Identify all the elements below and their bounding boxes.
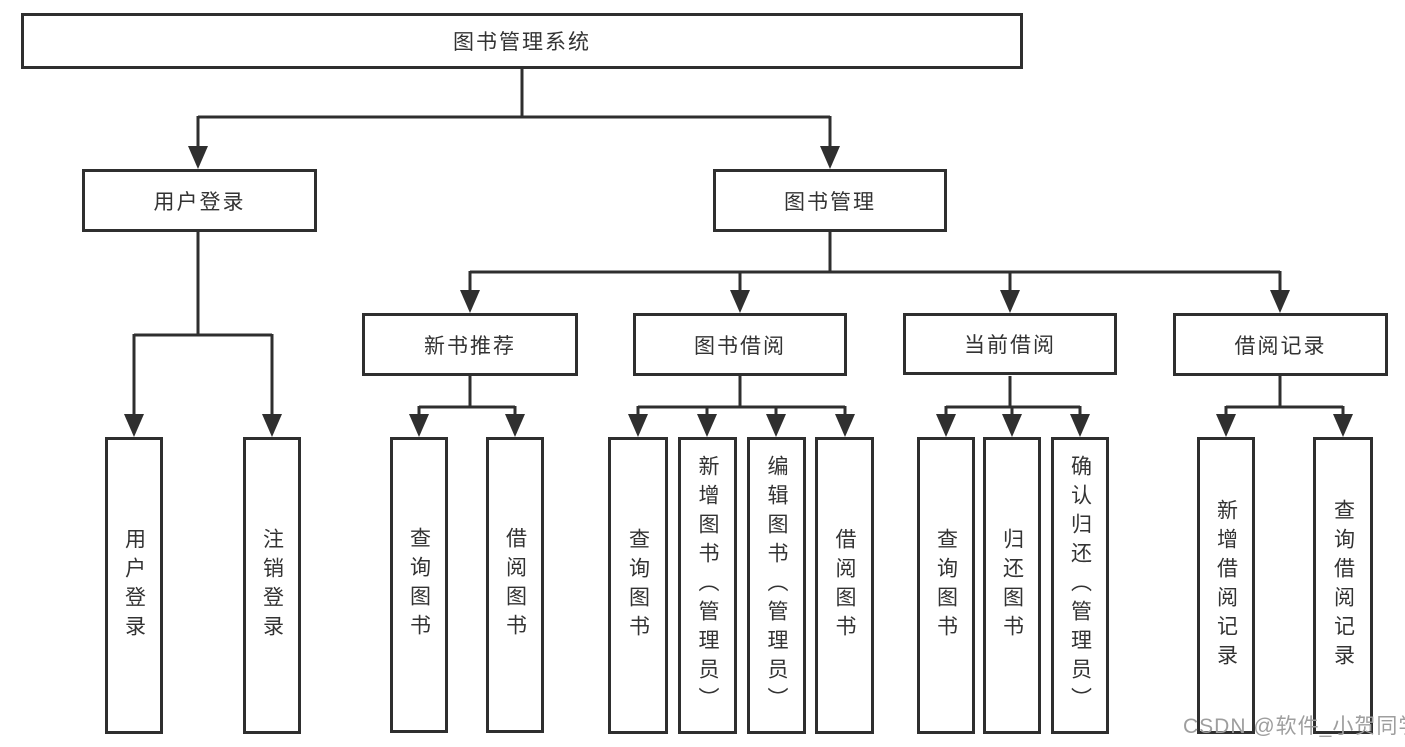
node-current-borrow: 当前借阅 — [903, 313, 1117, 375]
node-borrow-records-label: 借阅记录 — [1234, 334, 1327, 358]
csdn-watermark: CSDN @软件_小贺同学 — [1183, 715, 1405, 738]
node-root: 图书管理系统 — [21, 13, 1023, 69]
node-book-management: 图书管理 — [713, 169, 947, 232]
leaf-logout-label: 注销登录 — [260, 527, 284, 644]
node-new-book-recommend: 新书推荐 — [362, 313, 578, 376]
leaf-query-books-borrow-label: 查询图书 — [626, 527, 650, 644]
leaf-add-borrow-record: 新增借阅记录 — [1197, 437, 1255, 734]
node-book-borrow-label: 图书借阅 — [694, 334, 786, 358]
leaf-add-borrow-record-label: 新增借阅记录 — [1214, 498, 1238, 673]
leaf-query-borrow-record-label: 查询借阅记录 — [1331, 498, 1355, 673]
node-user-login: 用户登录 — [82, 169, 317, 232]
leaf-edit-book-admin: 编辑图书（管理员） — [747, 437, 806, 734]
leaf-borrow-books: 借阅图书 — [815, 437, 874, 734]
leaf-query-books-borrow: 查询图书 — [608, 437, 668, 734]
leaf-borrow-books-recommend: 借阅图书 — [486, 437, 544, 733]
leaf-borrow-books-recommend-label: 借阅图书 — [503, 527, 527, 643]
leaf-query-books-recommend: 查询图书 — [390, 437, 448, 733]
node-borrow-records: 借阅记录 — [1173, 313, 1388, 376]
leaf-user-login-label: 用户登录 — [122, 527, 146, 644]
leaf-add-book-admin: 新增图书（管理员） — [678, 437, 737, 734]
leaf-edit-book-admin-label: 编辑图书（管理员） — [765, 455, 788, 716]
node-new-book-recommend-label: 新书推荐 — [424, 334, 516, 358]
node-book-borrow: 图书借阅 — [633, 313, 847, 376]
leaf-borrow-books-label: 借阅图书 — [833, 527, 856, 644]
leaf-query-books-current-label: 查询图书 — [934, 527, 958, 644]
leaf-query-borrow-record: 查询借阅记录 — [1313, 437, 1373, 734]
node-book-management-label: 图书管理 — [784, 190, 876, 214]
leaf-logout: 注销登录 — [243, 437, 301, 734]
leaf-query-books-current: 查询图书 — [917, 437, 975, 734]
leaf-confirm-return-admin: 确认归还（管理员） — [1051, 437, 1109, 734]
node-user-login-label: 用户登录 — [153, 190, 246, 214]
leaf-query-books-recommend-label: 查询图书 — [407, 527, 431, 643]
leaf-return-book-label: 归还图书 — [1000, 527, 1024, 644]
leaf-confirm-return-admin-label: 确认归还（管理员） — [1068, 455, 1092, 716]
leaf-user-login: 用户登录 — [105, 437, 163, 734]
leaf-return-book: 归还图书 — [983, 437, 1041, 734]
node-current-borrow-label: 当前借阅 — [964, 334, 1056, 357]
leaf-add-book-admin-label: 新增图书（管理员） — [696, 455, 719, 716]
node-root-label: 图书管理系统 — [453, 31, 591, 54]
